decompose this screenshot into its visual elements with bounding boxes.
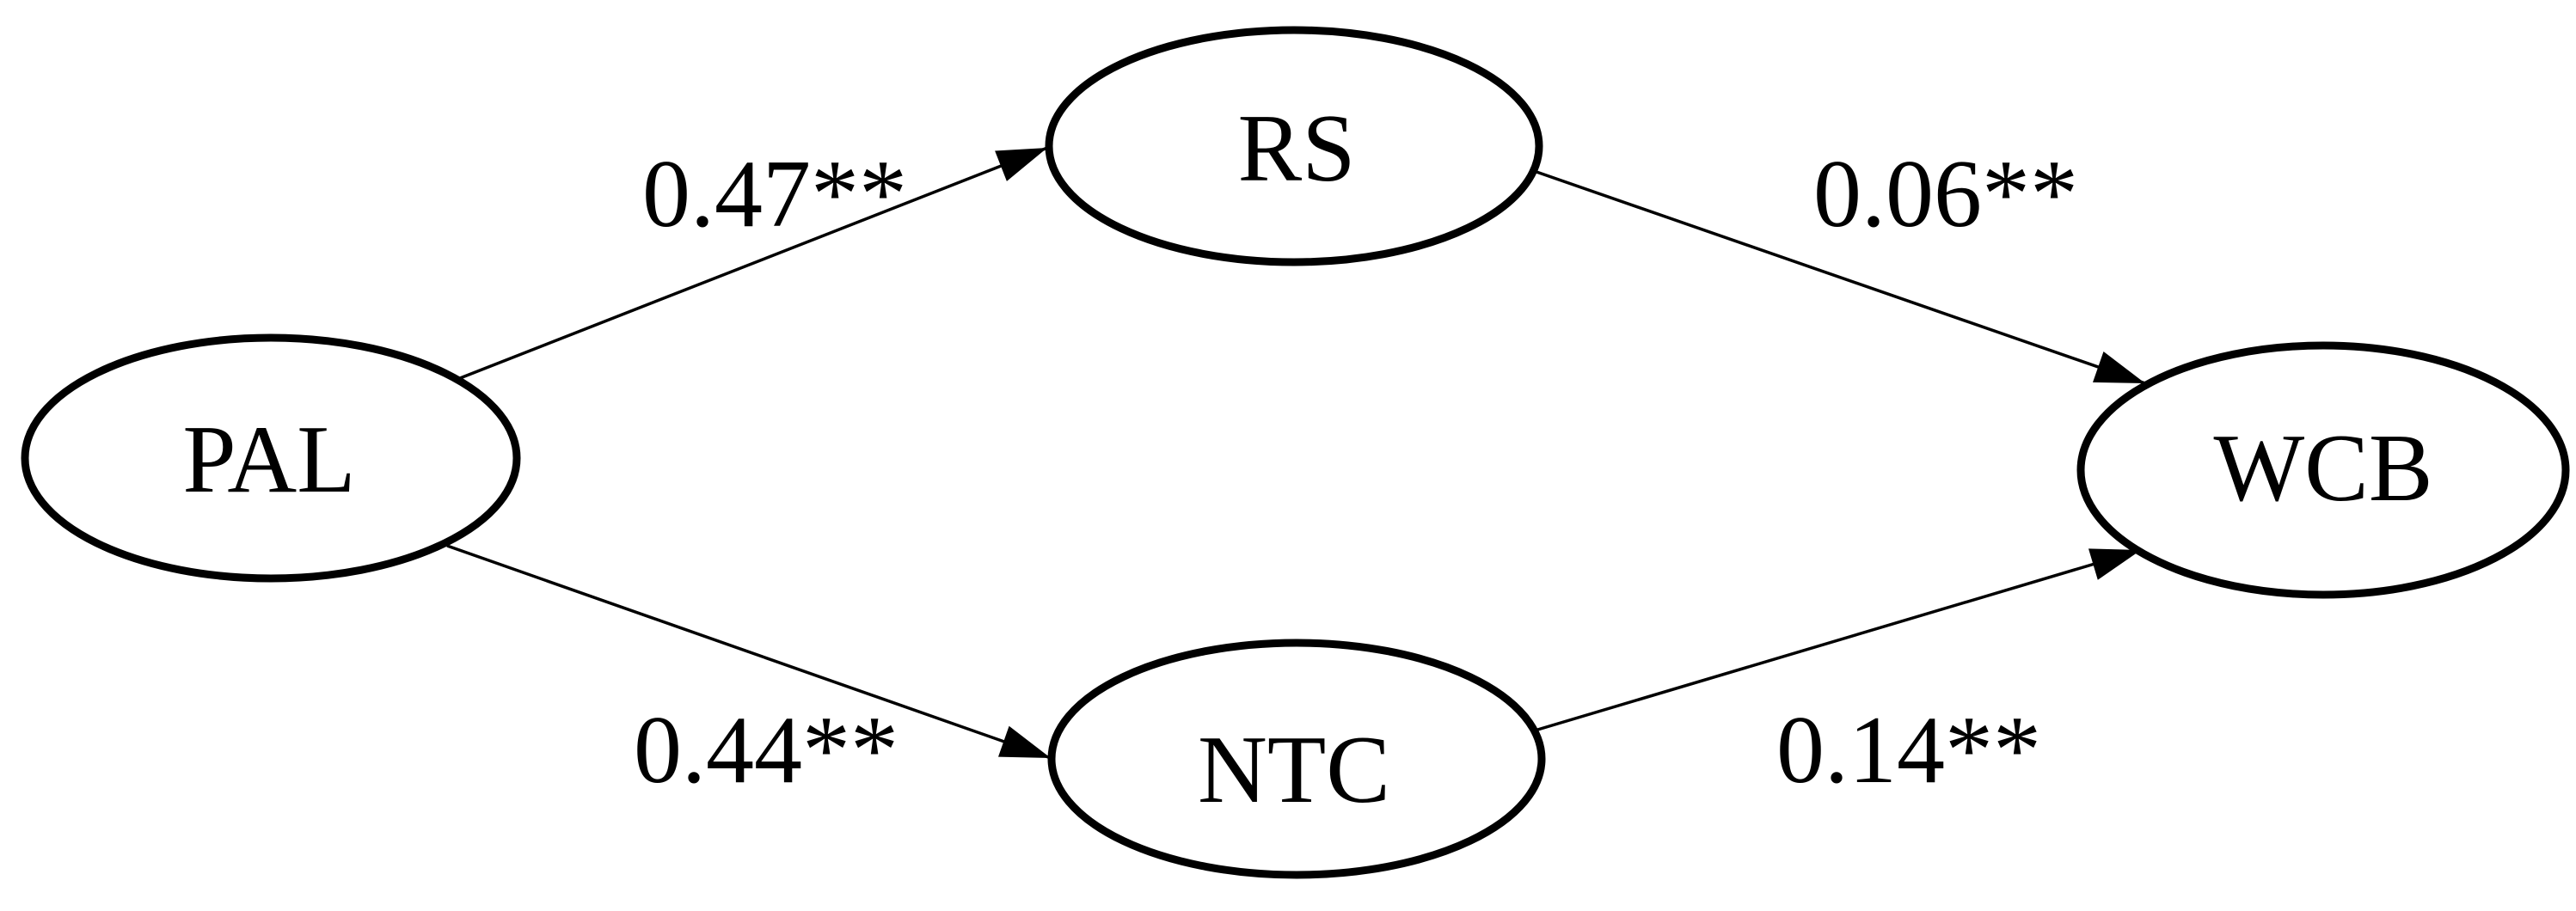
edge-pal-rs-line — [459, 146, 1048, 380]
edge-pal-ntc-label: 0.44** — [634, 697, 899, 804]
edge-ntc-wcb-label: 0.14** — [1776, 697, 2041, 804]
node-rs: RS — [1045, 26, 1543, 266]
edge-pal-rs-label: 0.47** — [642, 141, 907, 248]
edge-rs-wcb-line — [1536, 170, 2146, 385]
edge-ntc-wcb-arrowhead-icon — [2088, 548, 2141, 580]
node-ntc-ellipse — [1047, 639, 1546, 879]
edge-pal-ntc: 0.44** — [446, 544, 1052, 804]
edge-pal-ntc-line — [446, 544, 1052, 760]
node-rs-ellipse — [1045, 26, 1543, 266]
edge-rs-wcb-arrowhead-icon — [2093, 352, 2145, 383]
node-ntc-label: NTC — [1198, 717, 1390, 823]
edge-pal-rs-arrowhead-icon — [995, 148, 1047, 181]
node-pal-ellipse — [21, 333, 521, 583]
node-pal-label: PAL — [182, 407, 355, 513]
edge-pal-ntc-arrowhead-icon — [998, 725, 1051, 758]
node-rs-label: RS — [1238, 95, 1356, 202]
node-wcb: WCB — [2076, 341, 2570, 599]
node-wcb-ellipse — [2076, 341, 2570, 599]
node-pal: PAL — [21, 333, 521, 583]
node-ntc: NTC — [1047, 639, 1546, 879]
edge-rs-wcb-label: 0.06** — [1813, 141, 2078, 248]
edge-ntc-wcb-line — [1534, 548, 2142, 732]
edge-rs-wcb: 0.06** — [1536, 141, 2146, 385]
edge-ntc-wcb: 0.14** — [1534, 548, 2142, 804]
node-wcb-label: WCB — [2213, 415, 2432, 522]
edge-pal-rs: 0.47** — [459, 141, 1048, 380]
